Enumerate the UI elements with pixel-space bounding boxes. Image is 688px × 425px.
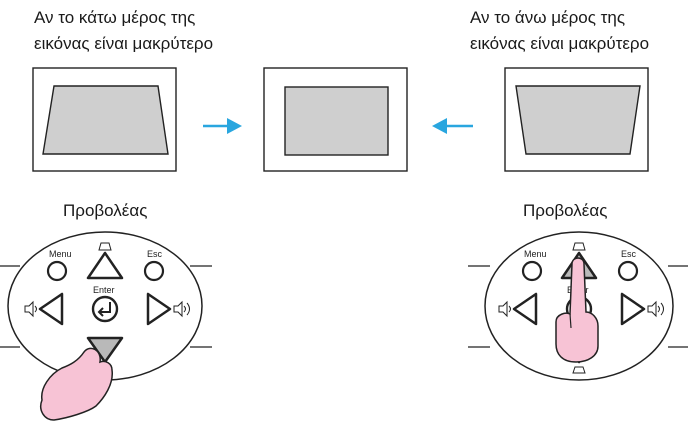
up-button[interactable]: [86, 251, 124, 280]
image-corrected: [284, 86, 389, 156]
esc-button[interactable]: [143, 260, 165, 282]
volume-up-icon: [647, 300, 664, 318]
left-button[interactable]: [38, 292, 64, 326]
pointing-finger-icon: [40, 347, 113, 421]
menu-button[interactable]: [46, 260, 68, 282]
arrow-left-icon: [432, 118, 473, 134]
volume-down-icon: [498, 300, 511, 318]
screen-left: [32, 67, 177, 172]
menu-key-label: Menu: [49, 249, 72, 259]
image-trapezoid-wide-top: [515, 85, 641, 155]
esc-key-label: Esc: [147, 249, 163, 259]
esc-button[interactable]: [617, 260, 639, 282]
caption-line: εικόνας είναι μακρύτερο: [470, 34, 650, 53]
pointing-finger-icon: [555, 257, 599, 363]
keystone-down-icon: [572, 366, 586, 374]
caption-line: Αν το κάτω μέρος της: [34, 8, 196, 27]
caption-top-longer: Αν το άνω μέρος της εικόνας είναι μακρύτ…: [470, 5, 649, 57]
right-button[interactable]: [146, 292, 172, 326]
enter-button[interactable]: [91, 295, 119, 323]
volume-down-icon: [24, 300, 37, 318]
left-button[interactable]: [512, 292, 538, 326]
caption-line: εικόνας είναι μακρύτερο: [34, 34, 214, 53]
caption-bottom-longer: Αν το κάτω μέρος της εικόνας είναι μακρύ…: [34, 5, 213, 57]
caption-line: Αν το άνω μέρος της: [470, 8, 626, 27]
enter-return-icon: [97, 302, 111, 317]
esc-key-label: Esc: [621, 249, 637, 259]
menu-key-label: Menu: [524, 249, 547, 259]
enter-key-label: Enter: [93, 285, 115, 295]
control-panel-right: Menu Esc Enter: [468, 231, 688, 381]
arrow-right-icon: [203, 118, 242, 134]
control-panel-left: Menu Esc Enter: [0, 231, 212, 421]
projector-label-right: Προβολέας: [523, 201, 608, 220]
menu-button[interactable]: [521, 260, 543, 282]
right-button[interactable]: [620, 292, 646, 326]
screen-center: [263, 67, 408, 172]
keystone-up-icon: [98, 242, 112, 251]
keystone-up-icon: [572, 242, 586, 251]
screen-right: [504, 67, 649, 172]
image-trapezoid-wide-bottom: [42, 85, 169, 155]
volume-up-icon: [173, 300, 190, 318]
projector-label-left: Προβολέας: [63, 201, 148, 220]
